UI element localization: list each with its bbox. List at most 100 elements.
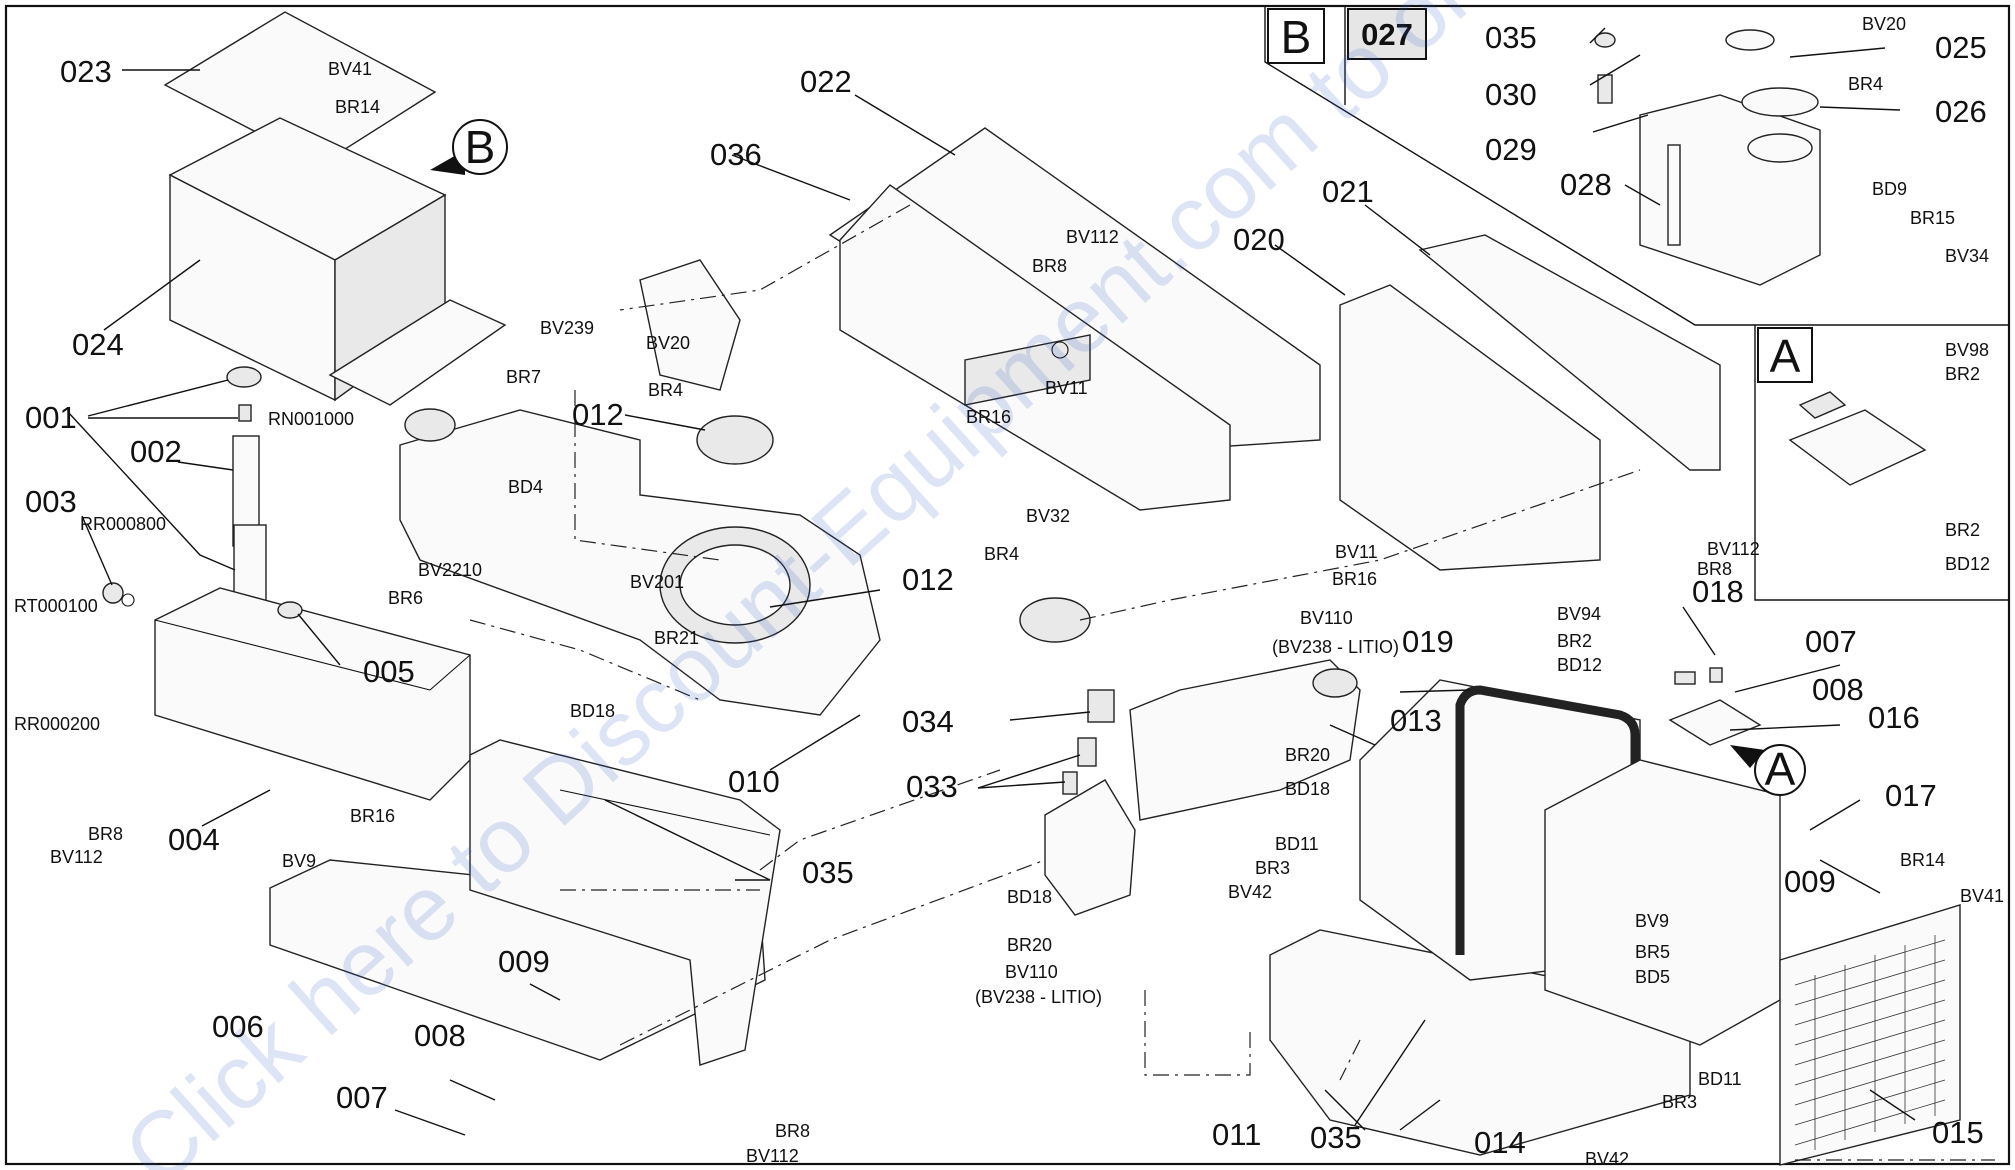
hw-br14-right: BR14 xyxy=(1900,850,1945,870)
callout-007b: 007 xyxy=(1805,624,1857,659)
hw-a-br2b: BR2 xyxy=(1945,520,1980,540)
hw-br8-top: BR8 xyxy=(1032,256,1067,276)
callout-019: 019 xyxy=(1402,624,1454,659)
hw-bv112-right: BV112 xyxy=(1707,539,1760,559)
detail-b-ref-box xyxy=(1347,8,1427,60)
cabin-017 xyxy=(1544,759,1781,1046)
part-shapes xyxy=(102,11,1961,1166)
tube-013 xyxy=(1455,685,1640,955)
callout-009b: 009 xyxy=(1784,864,1836,899)
hw-bv238-top: (BV238 - LITIO) xyxy=(1272,637,1399,657)
hw-bv42-low: BV42 xyxy=(1585,1149,1629,1169)
hw-bv110-low: BV110 xyxy=(1005,962,1058,982)
hw-bv94: BV94 xyxy=(1557,604,1601,624)
hw-br20-low: BR20 xyxy=(1007,935,1052,955)
hw-b-br15: BR15 xyxy=(1910,208,1955,228)
marker-b-letter: B xyxy=(465,121,496,173)
hw-bv2210: BV2210 xyxy=(418,560,482,580)
hw-br4: BR4 xyxy=(648,380,683,400)
detail-a-letter: A xyxy=(1770,330,1801,382)
callout-023: 023 xyxy=(60,54,112,89)
callout-034: 036 xyxy=(710,137,762,172)
callout-b-029: 029 xyxy=(1485,132,1537,167)
callout-002: 002 xyxy=(130,434,182,469)
hw-br2: BR2 xyxy=(1557,631,1592,651)
hw-rr000200: RR000200 xyxy=(14,714,100,734)
hw-bv110-top: BV110 xyxy=(1300,608,1353,628)
lid-detail-a xyxy=(1788,409,1927,486)
detail-a-letter-box xyxy=(1757,327,1813,383)
plug-005 xyxy=(277,601,303,619)
callout-007: 007 xyxy=(336,1080,388,1115)
hw-rn001000: RN001000 xyxy=(268,409,354,429)
hw-br3-low: BR3 xyxy=(1662,1092,1697,1112)
detail-a-border xyxy=(1754,325,2009,601)
hw-bd4: BD4 xyxy=(508,477,543,497)
leader-lines xyxy=(67,27,1916,1136)
callout-020: 020 xyxy=(1233,222,1285,257)
hw-br20-top: BR20 xyxy=(1285,745,1330,765)
hw-bv239: BV239 xyxy=(540,318,594,338)
assembly-lines xyxy=(469,204,1995,1161)
hw-bv112-top: BV112 xyxy=(1066,227,1119,247)
marker-a xyxy=(1754,744,1806,796)
callout-021: 021 xyxy=(1322,174,1374,209)
hw-rt000100: RT000100 xyxy=(14,596,98,616)
hw-br3: BR3 xyxy=(1255,858,1290,878)
callout-036: 035 xyxy=(802,855,854,890)
lug-012-b xyxy=(1019,597,1091,643)
hw-b-bv20: BV20 xyxy=(1862,14,1906,34)
callout-003: 003 xyxy=(25,484,77,519)
callout-022: 022 xyxy=(800,64,852,99)
callout-b-025: 025 xyxy=(1935,30,1987,65)
hw-b-bd9: BD9 xyxy=(1872,179,1907,199)
callout-b-035: 035 xyxy=(1485,20,1537,55)
hw-bv41-right: BV41 xyxy=(1960,886,2004,906)
callout-031: 033 xyxy=(906,769,958,804)
hw-bd11: BD11 xyxy=(1275,834,1319,854)
hw-bv42: BV42 xyxy=(1228,882,1272,902)
part-callouts: 023 024 001 002 003 004 005 006 007 008 … xyxy=(25,20,1987,1160)
callout-008b: 008 xyxy=(1812,672,1864,707)
panel-021 xyxy=(1418,234,1721,471)
hw-bv112-low: BV112 xyxy=(746,1146,799,1166)
detail-b-letter-box xyxy=(1267,8,1325,64)
callout-008: 008 xyxy=(414,1018,466,1053)
hw-br5: BR5 xyxy=(1635,942,1670,962)
hw-bv20: BV20 xyxy=(646,333,690,353)
hw-a-bv98: BV98 xyxy=(1945,340,1989,360)
hw-br14: BR14 xyxy=(335,97,380,117)
hw-a-br2: BR2 xyxy=(1945,364,1980,384)
callout-016: 016 xyxy=(1868,700,1920,735)
arm-012 xyxy=(1129,659,1361,821)
hw-bd18-right: BD18 xyxy=(1285,779,1330,799)
hw-br4-center: BR4 xyxy=(984,544,1019,564)
hw-bv41: BV41 xyxy=(328,59,372,79)
hw-br16-low: BR16 xyxy=(350,806,395,826)
callout-033: 034 xyxy=(902,704,954,739)
hw-br8-low: BR8 xyxy=(775,1121,810,1141)
hardware-callouts: BV41 BR14 BV239 BR7 RN001000 BD4 BV2210 … xyxy=(14,14,2004,1169)
hw-b-br4: BR4 xyxy=(1848,74,1883,94)
callout-b-030: 030 xyxy=(1485,77,1537,112)
hw-bv9: BV9 xyxy=(282,851,316,871)
hw-bv238-low: (BV238 - LITIO) xyxy=(975,987,1102,1007)
callout-004: 004 xyxy=(168,822,220,857)
hw-br16: BR16 xyxy=(966,407,1011,427)
lid-016 xyxy=(1668,699,1762,746)
callout-012b: 012 xyxy=(902,562,954,597)
frame-036 xyxy=(469,739,781,1066)
hw-bd11-low: BD11 xyxy=(1698,1069,1742,1089)
hw-bd18-low: BD18 xyxy=(1007,887,1052,907)
bushing-033 xyxy=(1087,689,1115,723)
callout-018: 018 xyxy=(1692,574,1744,609)
hw-br16-right: BR16 xyxy=(1332,569,1377,589)
detail-b-ref: 027 xyxy=(1361,17,1413,52)
callout-005: 005 xyxy=(363,654,415,689)
marker-b xyxy=(452,119,508,175)
drawing-frame xyxy=(4,4,2011,1166)
callout-001: 001 xyxy=(25,400,77,435)
hw-br6: BR6 xyxy=(388,588,423,608)
callout-014: 014 xyxy=(1474,1125,1526,1160)
hw-bv112-left: BV112 xyxy=(50,847,103,867)
